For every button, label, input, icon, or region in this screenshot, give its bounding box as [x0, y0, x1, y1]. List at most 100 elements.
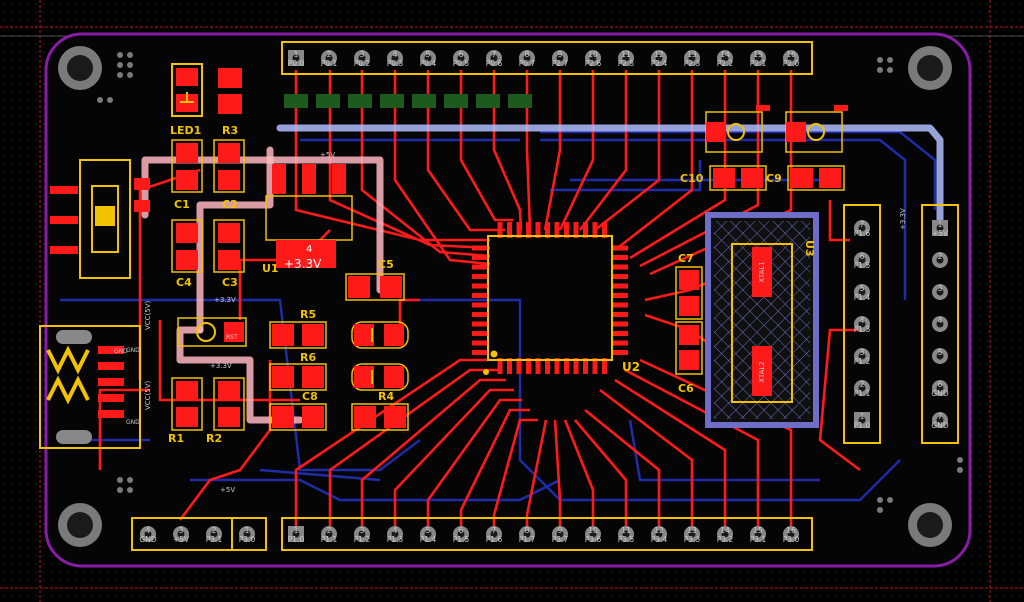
led1[interactable]: [171, 63, 203, 117]
xtal-pad-2[interactable]: [752, 346, 772, 396]
cap-c10[interactable]: [709, 165, 767, 191]
header-mid-right-pin-1[interactable]: 1P1.0: [854, 412, 871, 430]
reset-button[interactable]: RST: [177, 317, 247, 347]
cap-c1[interactable]: [171, 139, 203, 193]
u2-pin-left: [472, 321, 488, 327]
xtal-pad-1[interactable]: [752, 247, 772, 297]
header-top-pin-number: 9: [558, 50, 563, 59]
header-top-pin-7[interactable]: 7P0.6: [486, 50, 503, 68]
header-bottom-pin-4[interactable]: 4P1.3: [387, 526, 404, 544]
u2-pin-bottom: [535, 358, 541, 374]
resistor-r4[interactable]: [351, 403, 409, 431]
header-mid-right-pin-4[interactable]: 4P1.3: [854, 316, 871, 334]
header-top-pin-net: P2.4: [651, 59, 668, 68]
power-switch[interactable]: [50, 159, 150, 279]
crystal-u3[interactable]: XTAL1 XTAL2: [705, 212, 819, 428]
header-top-pin-8[interactable]: 8P0.7: [519, 50, 536, 68]
header-bottom-pin-3[interactable]: 3P1.2: [354, 526, 371, 544]
u3-designator: U3: [803, 240, 816, 257]
resistor-r6[interactable]: [269, 363, 327, 391]
header-mid-right-pin-5[interactable]: 5P1.4: [854, 284, 871, 302]
r1-label: R1: [168, 432, 184, 445]
header-right-pin-1[interactable]: 1+5V: [932, 220, 949, 238]
header-top-pin-9[interactable]: 9P2.7: [552, 50, 569, 68]
header-top-pin-5[interactable]: 5P0.4: [420, 50, 437, 68]
cap-c8[interactable]: [269, 403, 327, 431]
net-label-33-a: +3.3V: [214, 296, 236, 304]
header-mid-right-pin-6[interactable]: 6P1.5: [854, 252, 871, 270]
cap-c3[interactable]: [213, 219, 245, 273]
u2-pin-bottom: [564, 358, 569, 374]
resistor-r1[interactable]: [171, 377, 203, 431]
u2-pin-left: [472, 312, 488, 317]
cap-c6[interactable]: [675, 321, 703, 375]
usb-connector[interactable]: GND GND: [39, 325, 141, 449]
header-right-pin-number: 1: [938, 220, 943, 229]
net-label-gnd-a: GND: [126, 347, 140, 354]
header-power-pin-2[interactable]: 2P3.1: [206, 526, 223, 544]
mcu-u2[interactable]: [472, 222, 628, 375]
header-top-pin-3[interactable]: 3P0.2: [354, 50, 371, 68]
cap-c5[interactable]: [345, 273, 405, 301]
resistor-r5[interactable]: [269, 321, 327, 349]
c2-label: C2: [222, 198, 238, 211]
header-bottom-pin-1[interactable]: 1P1.0: [288, 526, 305, 544]
header-mid-right-pin-3[interactable]: 3P1.2: [854, 348, 871, 366]
jumper-right[interactable]: [785, 105, 848, 153]
net-label-33-b: +3.3V: [210, 362, 232, 370]
header-power-pin-3[interactable]: 3+5V: [173, 526, 190, 544]
u2-pin-left: [472, 350, 488, 355]
header-mid-right-pin-2[interactable]: 2P1.1: [854, 380, 871, 398]
header-bottom-pin-2[interactable]: 2P1.1: [321, 526, 338, 544]
cap-c7[interactable]: [675, 266, 703, 320]
led-d2[interactable]: [351, 321, 409, 349]
resistor-r3[interactable]: [218, 68, 242, 114]
u2-pin-top: [602, 222, 607, 238]
header-bottom-pin-7[interactable]: 7P1.6: [486, 526, 503, 544]
header-bottom-pin-8[interactable]: 8P1.7: [519, 526, 536, 544]
header-top-pin-2[interactable]: 2P0.1: [321, 50, 338, 68]
header-bottom-pin-net: P3.7: [552, 535, 569, 544]
cap-c4[interactable]: [171, 219, 203, 273]
header-power-pin-1[interactable]: 1P3.0: [239, 526, 256, 544]
header-right-pin-5[interactable]: 5: [932, 348, 948, 364]
header-right-pin-4[interactable]: 4: [932, 316, 948, 332]
header-right-pin-3[interactable]: 3: [932, 284, 948, 300]
header-top-pin-1[interactable]: 1P0.0: [288, 50, 305, 68]
header-bottom-pin-5[interactable]: 5P1.4: [420, 526, 437, 544]
header-bottom-pin-9[interactable]: 9P3.7: [552, 526, 569, 544]
r5-label: R5: [300, 308, 316, 321]
u2-pin-right: [612, 340, 628, 346]
header-right-pin-number: 7: [938, 412, 943, 421]
cap-c9[interactable]: [787, 165, 845, 191]
header-mid-right-pin-7[interactable]: 7P1.6: [854, 220, 871, 238]
cap-c2[interactable]: [213, 139, 245, 193]
resistor-r2[interactable]: [213, 377, 245, 431]
header-top-pin-6[interactable]: 6P0.5: [453, 50, 470, 68]
jumper-left[interactable]: [705, 105, 770, 153]
header-bottom-pin-6[interactable]: 6P1.5: [453, 526, 470, 544]
regulator-u1[interactable]: [265, 164, 353, 268]
led-d3[interactable]: [351, 363, 409, 391]
header-top-pin-net: P2.5: [618, 59, 635, 68]
header-right-pin-2[interactable]: 2: [932, 252, 948, 268]
header-top-pin-4[interactable]: 4P0.3: [387, 50, 404, 68]
